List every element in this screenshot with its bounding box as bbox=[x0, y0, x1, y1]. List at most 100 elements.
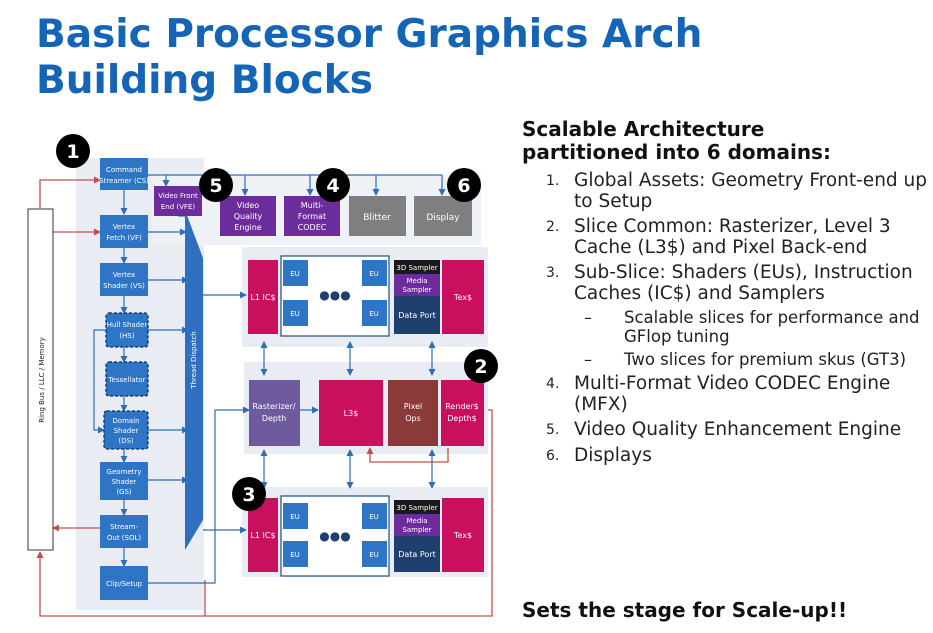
subslice-top: L1 IC$ EU EU EU EU ●●● 3D Sampler Media … bbox=[248, 255, 484, 337]
command-streamer: Command Streamer (CS) bbox=[99, 158, 149, 190]
badge-4: 4 bbox=[316, 168, 350, 202]
svg-text:Tex$: Tex$ bbox=[453, 531, 472, 540]
svg-text:Sampler: Sampler bbox=[402, 286, 431, 294]
title-line-1: Basic Processor Graphics Arch bbox=[36, 12, 703, 57]
render-to-ring-arrow bbox=[205, 409, 493, 617]
svg-text:L3$: L3$ bbox=[344, 409, 359, 418]
clip-setup: Clip/Setup bbox=[100, 566, 148, 600]
slice-common: Rasterizer/ Depth L3$ Pixel Ops Render$ … bbox=[249, 380, 484, 446]
pipeline-bypass-hs bbox=[93, 329, 106, 434]
svg-text:EU: EU bbox=[369, 270, 379, 278]
svg-text:Data Port: Data Port bbox=[398, 311, 436, 320]
domains-list: 1.Global Assets: Geometry Front-end up t… bbox=[522, 170, 927, 467]
svg-text:Render$: Render$ bbox=[445, 402, 479, 411]
svg-text:●●●: ●●● bbox=[319, 288, 350, 302]
ring-feedback-arrow bbox=[36, 551, 206, 617]
slide-title: Basic Processor Graphics Arch Building B… bbox=[36, 12, 702, 104]
svg-text:EU: EU bbox=[290, 551, 300, 559]
svg-text:Command: Command bbox=[106, 166, 142, 174]
svg-text:EU: EU bbox=[290, 310, 300, 318]
svg-text:Vertex: Vertex bbox=[113, 223, 136, 231]
svg-text:Format: Format bbox=[298, 212, 326, 221]
title-line-2: Building Blocks bbox=[36, 58, 373, 103]
svg-text:Sampler: Sampler bbox=[402, 526, 431, 534]
svg-text:Video Front: Video Front bbox=[158, 192, 198, 200]
svg-text:Multi-: Multi- bbox=[301, 201, 324, 210]
thread-dispatch-label: Thread Dispatch bbox=[190, 331, 198, 389]
svg-text:CODEC: CODEC bbox=[298, 223, 327, 232]
multi-format-codec: Multi- Format CODEC bbox=[284, 196, 340, 236]
svg-text:Domain: Domain bbox=[112, 417, 139, 425]
heading-line-1: Scalable Architecture bbox=[522, 117, 765, 141]
thread-dispatch bbox=[185, 210, 203, 550]
geometry-shader: Geometry Shader (GS) bbox=[100, 462, 148, 500]
ring-bus bbox=[27, 208, 54, 551]
svg-text:End (VFE): End (VFE) bbox=[161, 203, 195, 211]
list-item: 6.Displays bbox=[546, 445, 652, 466]
svg-text:Quality: Quality bbox=[234, 212, 263, 221]
svg-text:Hull Shader: Hull Shader bbox=[107, 321, 148, 329]
footer-statement: Sets the stage for Scale-up!! bbox=[522, 598, 848, 622]
svg-text:Shader: Shader bbox=[112, 478, 137, 486]
clip-to-raster bbox=[148, 406, 250, 584]
svg-text:1: 1 bbox=[66, 141, 79, 163]
subslice-bottom: L1 IC$ EU EU EU EU ●●● 3D Sampler Media … bbox=[248, 495, 484, 577]
vertex-fetch: Vertex Fetch (VF) bbox=[100, 215, 148, 248]
svg-text:Tessellator: Tessellator bbox=[107, 376, 145, 384]
stream-out: Stream- Out (SOL) bbox=[100, 515, 148, 548]
badge-6: 6 bbox=[447, 168, 481, 202]
svg-text:EU: EU bbox=[369, 551, 379, 559]
svg-text:4: 4 bbox=[326, 175, 339, 197]
svg-text:2: 2 bbox=[474, 356, 487, 378]
video-quality-engine: Video Quality Engine bbox=[220, 196, 276, 236]
svg-text:Stream-: Stream- bbox=[110, 523, 138, 531]
video-front-end: Video Front End (VFE) bbox=[154, 186, 202, 216]
svg-text:Media: Media bbox=[406, 517, 427, 525]
domains-heading: Scalable Architecture partitioned into 6… bbox=[522, 118, 927, 164]
svg-text:(HS): (HS) bbox=[119, 332, 134, 340]
svg-text:Data Port: Data Port bbox=[398, 550, 436, 559]
svg-text:(GS): (GS) bbox=[116, 488, 132, 496]
list-item: 5.Video Quality Enhancement Engine bbox=[546, 419, 902, 440]
list-item: 4.Multi-Format Video CODEC Engine (MFX) bbox=[546, 373, 891, 415]
badge-1: 1 bbox=[56, 134, 90, 168]
svg-text:Fetch (VF): Fetch (VF) bbox=[106, 234, 142, 242]
svg-text:EU: EU bbox=[369, 513, 379, 521]
svg-text:Streamer (CS): Streamer (CS) bbox=[99, 177, 149, 185]
svg-text:Out (SOL): Out (SOL) bbox=[107, 534, 142, 542]
svg-text:Engine: Engine bbox=[234, 223, 261, 232]
svg-text:3D Sampler: 3D Sampler bbox=[396, 264, 437, 272]
svg-text:Media: Media bbox=[406, 277, 427, 285]
svg-text:3D Sampler: 3D Sampler bbox=[396, 504, 437, 512]
display: Display bbox=[414, 196, 472, 236]
svg-text:L1 IC$: L1 IC$ bbox=[250, 293, 275, 302]
svg-text:Shader: Shader bbox=[114, 427, 139, 435]
svg-text:Display: Display bbox=[426, 213, 460, 223]
svg-text:L1 IC$: L1 IC$ bbox=[250, 531, 275, 540]
svg-text:Shader (VS): Shader (VS) bbox=[103, 282, 145, 290]
svg-text:●●●: ●●● bbox=[319, 529, 350, 543]
svg-text:Vertex: Vertex bbox=[113, 271, 136, 279]
svg-text:Video: Video bbox=[237, 201, 260, 210]
badge-3: 3 bbox=[232, 477, 266, 511]
ring-bus-label: Ring Bus / LLC / Memory bbox=[38, 337, 46, 423]
architecture-diagram: Ring Bus / LLC / Memory Thread Dispatch … bbox=[27, 134, 498, 617]
badge-2: 2 bbox=[464, 349, 498, 383]
svg-text:6: 6 bbox=[457, 175, 470, 197]
svg-text:EU: EU bbox=[290, 270, 300, 278]
list-item: 2.Slice Common: Rasterizer, Level 3 Cach… bbox=[546, 216, 891, 258]
list-item: 3.Sub-Slice: Shaders (EUs), Instruction … bbox=[546, 262, 913, 304]
svg-text:3: 3 bbox=[242, 484, 255, 506]
tessellator: Tessellator bbox=[105, 361, 149, 397]
list-item: 1.Global Assets: Geometry Front-end up t… bbox=[546, 170, 928, 212]
svg-text:Ops: Ops bbox=[405, 414, 421, 423]
sub-list-item: –Two slices for premium skus (GT3) bbox=[584, 350, 907, 369]
heading-line-2: partitioned into 6 domains: bbox=[522, 140, 831, 164]
badge-5: 5 bbox=[199, 168, 233, 202]
blitter: Blitter bbox=[349, 196, 406, 236]
svg-text:Rasterizer/: Rasterizer/ bbox=[252, 402, 295, 411]
svg-text:(DS): (DS) bbox=[118, 437, 134, 445]
svg-text:Geometry: Geometry bbox=[107, 468, 142, 476]
svg-text:Clip/Setup: Clip/Setup bbox=[106, 580, 143, 588]
render-feedback-arrow bbox=[366, 447, 449, 463]
